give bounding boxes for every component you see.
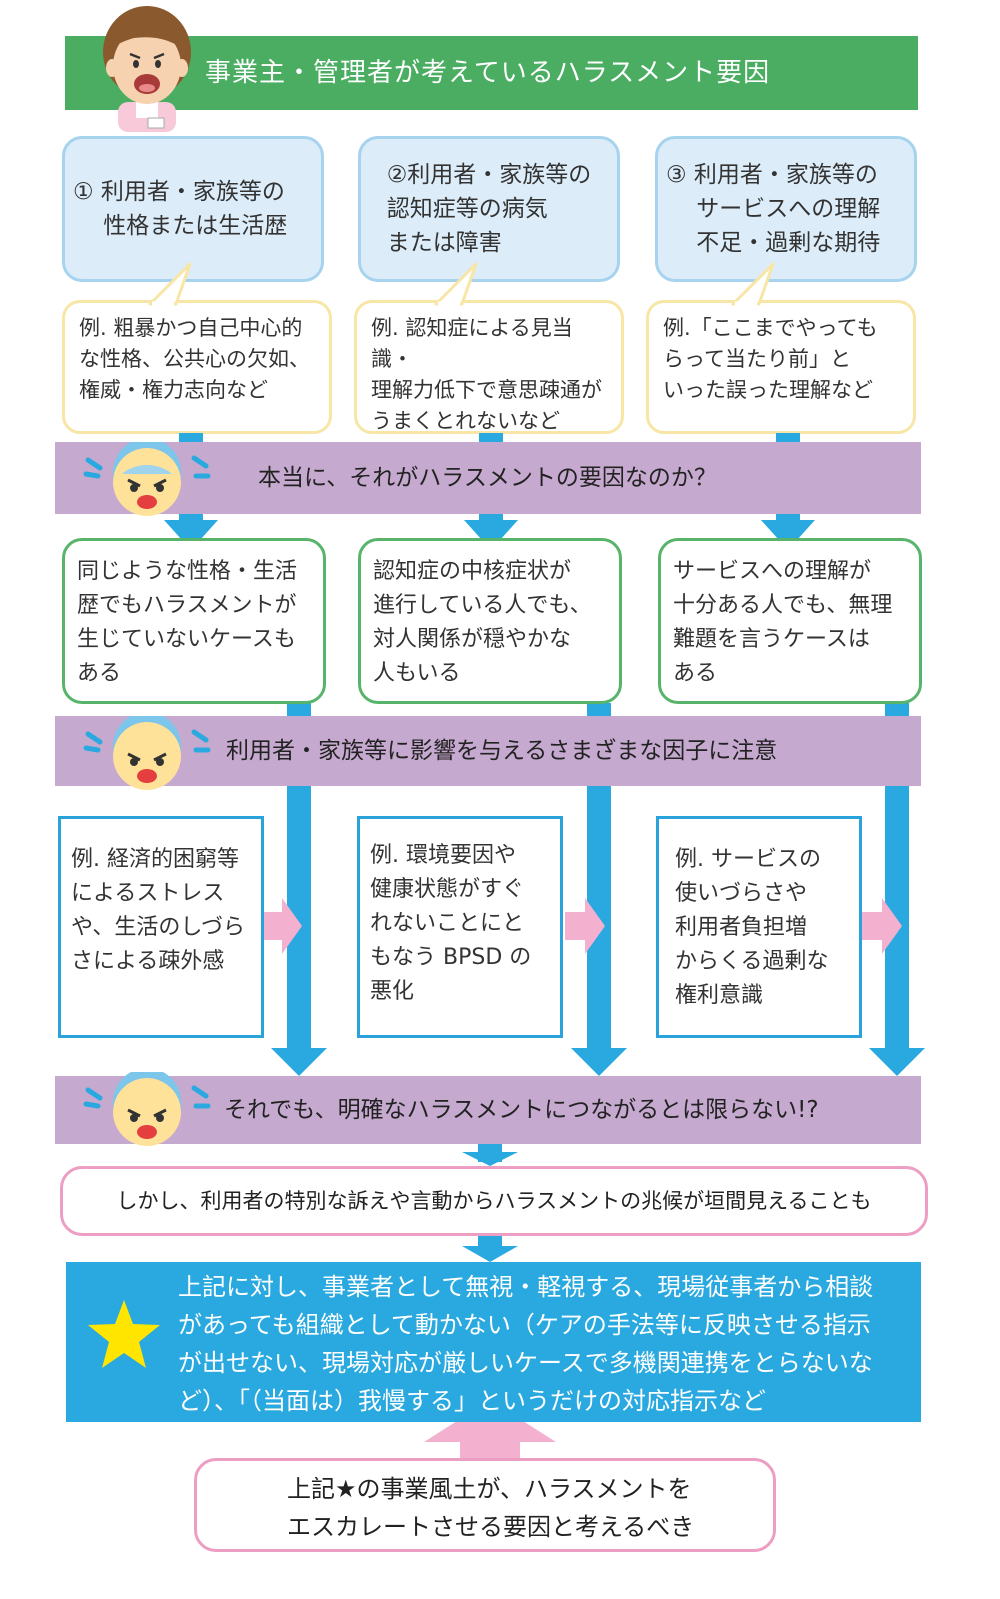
speech-tail-3	[731, 262, 775, 306]
page-title: 事業主・管理者が考えているハラスメント要因	[205, 58, 771, 88]
organization-box	[66, 1262, 921, 1422]
arrow-head-center-2	[462, 1246, 518, 1262]
factor-1-example: 例. 粗暴かつ自己中心的 な性格、公共心の欠如、 権威・権力志向など	[62, 300, 332, 434]
speech-tail-1	[148, 262, 192, 306]
organization-note: 上記に対し、事業者として無視・軽視する、現場従事者から相談 があっても組織として…	[178, 1273, 874, 1415]
header-bar	[65, 36, 918, 110]
question-1-text: 本当に、それがハラスメントの要因なのか？	[258, 465, 717, 491]
worried-face-icon	[83, 1072, 211, 1146]
arrow-head-center-1	[462, 1152, 518, 1166]
pink-arrow-2	[565, 898, 605, 954]
factor-1-title: ① 利用者・家族等の 性格または生活歴	[73, 179, 288, 239]
arrow-head-2a	[464, 520, 518, 550]
arrow-head-1b	[271, 1048, 327, 1076]
arrow-head-1a	[164, 520, 218, 550]
counter-example-1: 同じような性格・生活 歴でもハラスメントが 生じていないケースも ある	[62, 538, 326, 704]
pink-arrow-3	[862, 898, 902, 954]
worried-face-icon	[83, 442, 211, 516]
worried-face-icon	[83, 716, 211, 790]
counter-example-3: サービスへの理解が 十分ある人でも、無理 難題を言うケースは ある	[658, 538, 922, 704]
however-text: しかし、利用者の特別な訴えや言動からハラスメントの兆候が垣間見えることも	[116, 1189, 872, 1213]
influence-example-3: 例. サービスの 使いづらさや 利用者負担増 からくる過剰な 権利意識	[656, 816, 862, 1038]
arrow-head-3b	[869, 1048, 925, 1076]
influence-example-2: 例. 環境要因や 健康状態がすぐ れないことにと もなう BPSD の 悪化	[357, 816, 563, 1038]
factor-box-1: ① 利用者・家族等の 性格または生活歴	[62, 136, 324, 282]
arrow-head-2b	[571, 1048, 627, 1076]
arrow-head-3a	[761, 520, 815, 550]
factor-3-title: ③ 利用者・家族等の サービスへの理解 不足・過剰な期待	[666, 162, 881, 256]
factor-2-example: 例. 認知症による見当識・ 理解力低下で意思疎通が うまくとれないなど	[354, 300, 624, 434]
question-3-text: それでも、明確なハラスメントにつながるとは限らない!?	[224, 1097, 819, 1123]
factor-2-title: ②利用者・家族等の 認知症等の病気 または障害	[386, 162, 592, 256]
counter-example-2: 認知症の中核症状が 進行している人でも、 対人関係が穏やかな 人もいる	[358, 538, 622, 704]
however-box: しかし、利用者の特別な訴えや言動からハラスメントの兆候が垣間見えることも	[60, 1166, 928, 1236]
influence-example-1: 例. 経済的困窮等 によるストレス や、生活のしづら さによる疎外感	[58, 816, 264, 1038]
factor-box-3: ③ 利用者・家族等の サービスへの理解 不足・過剰な期待	[655, 136, 917, 282]
star-icon	[88, 1300, 160, 1368]
conclusion-box: 上記★の事業風土が、ハラスメントを エスカレートさせる要因と考えるべき	[194, 1458, 776, 1552]
factor-3-example: 例.「ここまでやっても らって当たり前」と いった誤った理解など	[646, 300, 916, 434]
speech-tail-2	[434, 262, 478, 306]
factor-box-2: ②利用者・家族等の 認知症等の病気 または障害	[358, 136, 620, 282]
nurse-icon	[103, 6, 191, 132]
question-bar-3	[55, 1076, 921, 1144]
pink-arrow-1	[262, 898, 302, 954]
pink-up-arrow	[424, 1400, 556, 1460]
question-2-text: 利用者・家族等に影響を与えるさまざまな因子に注意	[226, 738, 778, 764]
